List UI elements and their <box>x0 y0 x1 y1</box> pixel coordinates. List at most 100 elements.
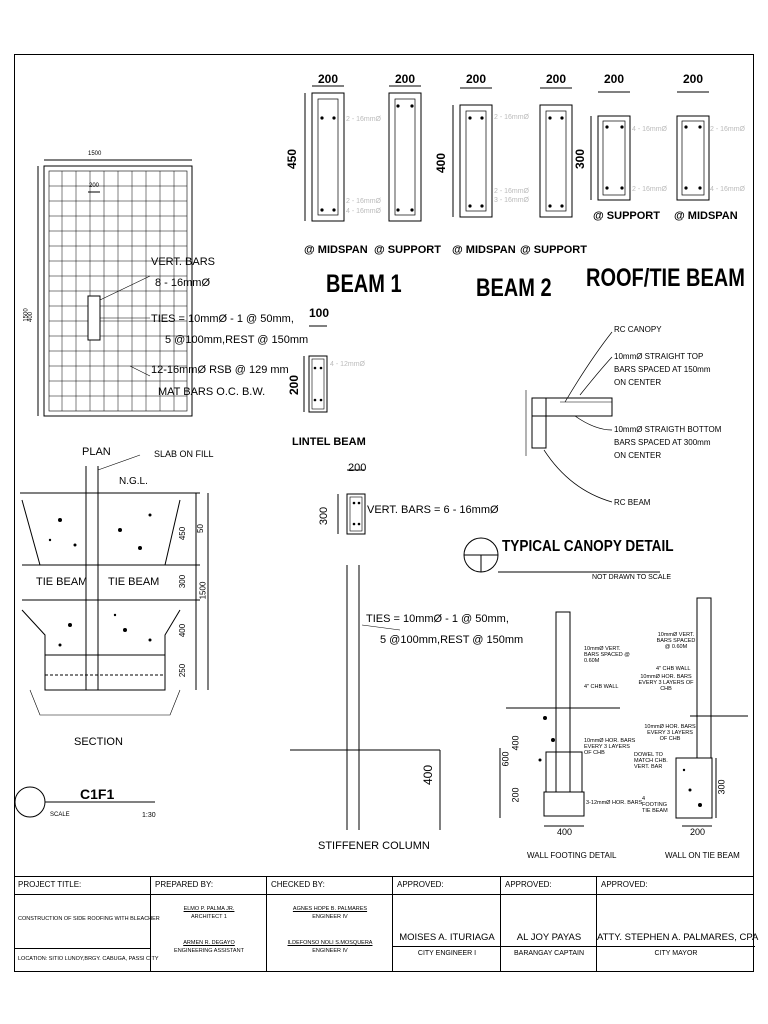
footing-plan-col-depth-dim: 400 <box>28 311 35 323</box>
wall-tie-side-dim: 300 <box>716 779 727 795</box>
project-title: CONSTRUCTION OF SIDE ROOFING WITH BLEACH… <box>18 916 160 922</box>
roofbeam-midspan-label: @ MIDSPAN <box>674 210 738 222</box>
wall-tie-footing-tie: 4 FOOTING TIE BEAM <box>642 796 668 814</box>
beam2-midspan-width-dim: 200 <box>466 72 487 86</box>
approved2-name: AL JOY PAYAS <box>516 932 582 943</box>
wall-footing-dim-400: 400 <box>510 735 521 751</box>
beam1-support-label: @ SUPPORT <box>374 244 441 256</box>
footing-plan-outline <box>43 165 193 417</box>
wall-tie-chb-wall-label: 4" CHB WALL <box>656 666 691 672</box>
beam1-midspan-width-dim: 200 <box>318 72 339 86</box>
wall-footing-chb-wall-label: 4" CHB WALL <box>584 684 619 690</box>
roofbeam-depth-dim: 300 <box>573 148 588 170</box>
canopy-bot-bars-3: ON CENTER <box>614 451 662 460</box>
section-dim-450: 450 <box>178 526 188 541</box>
section-slab-on-fill: SLAB ON FILL <box>154 449 214 459</box>
stiffener-ties-line2: 5 @100mm,REST @ 150mm <box>380 634 524 646</box>
section-label: SECTION <box>74 736 123 748</box>
approved1-cell: APPROVED: MOISES A. ITURIAGA CITY ENGINE… <box>392 876 501 972</box>
chk1-title: ENGINEER IV <box>312 914 348 920</box>
concrete-aggregate <box>48 513 702 807</box>
prep1-name: ELMO P. PALMA JR. <box>183 906 235 912</box>
lintel-section <box>308 355 328 413</box>
beam1-bottom-bars-b: 4 - 16mmØ <box>346 208 382 215</box>
prep2-title: ENGINEERING ASSISTANT <box>174 948 244 954</box>
lintel-width-dim: 100 <box>309 306 330 320</box>
approved3-cell: APPROVED: ATTY. STEPHEN A. PALMARES, CPA… <box>596 876 759 972</box>
beam2-midspan-label: @ MIDSPAN <box>452 244 516 256</box>
beam1-support-section <box>388 92 422 222</box>
beam2-support-label: @ SUPPORT <box>520 244 587 256</box>
stiffener-vert-bars: VERT. BARS = 6 - 16mmØ <box>367 504 499 516</box>
footing-rsb-line1: 12-16mmØ RSB @ 129 mm <box>151 364 289 376</box>
drawing-code: C1F1 <box>80 786 115 802</box>
wall-on-tie-beam-footing <box>675 757 713 819</box>
prep2-name: ARMEN R. DEGAYO <box>183 940 235 946</box>
beam1-midspan-section <box>311 92 345 222</box>
section-dim-400: 400 <box>178 623 188 638</box>
canopy-title: TYPICAL CANOPY DETAIL <box>502 538 674 555</box>
wall-footing-vert-bars: 10mmØ VERT. BARS SPACED @ 0.60M <box>584 646 630 664</box>
beam2-support-width-dim: 200 <box>546 72 567 86</box>
approved3-label: APPROVED: <box>601 880 648 889</box>
section-ngl: N.G.L. <box>119 476 148 487</box>
stiffener-embed-dim: 400 <box>421 764 436 786</box>
footing-vert-bars-value: 8 - 16mmØ <box>155 277 211 289</box>
beam2-top-bars: 2 - 16mmØ <box>494 114 530 121</box>
wall-footing-chb-wall <box>555 611 571 793</box>
canopy-bot-bars-2: BARS SPACED AT 300mm <box>614 438 711 447</box>
roofbeam-midspan-bottom-bars: 4 - 16mmØ <box>710 186 746 193</box>
beam1-midspan-label: @ MIDSPAN <box>304 244 368 256</box>
beam1-support-width-dim: 200 <box>395 72 416 86</box>
checked-cell: CHECKED BY: AGNES HOPE B. PALMARES ENGIN… <box>266 876 392 972</box>
roofbeam-support-width-dim: 200 <box>604 72 625 86</box>
beam2-support-section <box>539 104 573 218</box>
beam2-title: BEAM 2 <box>476 274 552 302</box>
footing-vert-bars-label: VERT. BARS <box>151 256 215 268</box>
section-dim-1500: 1500 <box>198 581 208 600</box>
project-location: LOCATION: SITIO LUNOY,BRGY. CABUGA, PASS… <box>18 956 159 962</box>
wall-tie-dowel: DOWEL TO MATCH CHB. VERT. BAR <box>634 752 668 770</box>
approved2-cell: APPROVED: AL JOY PAYAS BARANGAY CAPTAIN <box>500 876 597 972</box>
footing-plan-mat-bars <box>49 171 187 411</box>
wall-footing-dim-200: 200 <box>510 787 521 803</box>
wall-on-tie-beam-chb-wall <box>696 597 712 759</box>
stiffener-section <box>346 493 366 535</box>
chk2-title: ENGINEER IV <box>312 948 348 954</box>
roofbeam-support-top-bars: 4 - 16mmØ <box>632 126 668 133</box>
approved1-title: CITY ENGINEER I <box>417 950 477 957</box>
stiffener-depth-dim: 300 <box>318 506 331 526</box>
canopy-rc-canopy: RC CANOPY <box>614 325 662 334</box>
footing-plan-col-dim: 200 <box>89 183 100 189</box>
stiffener-width-dim: 200 <box>348 462 367 474</box>
canopy-top-bars-1: 10mmØ STRAIGHT TOP <box>614 352 704 361</box>
wall-footing-bottom-bars: 3-12mmØ HOR. BARS <box>586 800 643 806</box>
prepared-label: PREPARED BY: <box>155 880 214 889</box>
roofbeam-support-bottom-bars: 2 - 16mmØ <box>632 186 668 193</box>
beam1-bottom-bars-a: 2 - 16mmØ <box>346 198 382 205</box>
footing-ties-line1: TIES = 10mmØ - 1 @ 50mm, <box>151 313 294 325</box>
wall-tie-width-dim: 200 <box>690 827 706 837</box>
wall-footing-width-dim: 400 <box>557 827 573 837</box>
wall-tie-hor-bars-2: 10mmØ HOR. BARS EVERY 3 LAYERS OF CHB <box>644 724 696 742</box>
drawing-sheet <box>14 54 754 972</box>
roofbeam-title: ROOF/TIE BEAM <box>586 264 745 292</box>
approved2-label: APPROVED: <box>505 880 552 889</box>
roofbeam-midspan-section <box>676 115 710 201</box>
section-tie-beam-left: TIE BEAM <box>36 576 88 588</box>
footing-plan-width-dim: 1500 <box>88 151 102 157</box>
roofbeam-support-section <box>597 115 631 201</box>
chk1-name: AGNES HOPE B. PALMARES <box>292 906 368 912</box>
footing-ties-line2: 5 @100mm,REST @ 150mm <box>165 334 309 346</box>
drawing-scale-label: SCALE <box>50 812 70 818</box>
approved3-name: ATTY. STEPHEN A. PALMARES, CPA <box>597 932 759 943</box>
beam1-depth-dim: 450 <box>285 148 300 170</box>
drawing-scale-value: 1:30 <box>142 812 156 819</box>
section-dim-300: 300 <box>178 574 188 589</box>
canopy-rc-beam: RC BEAM <box>614 498 651 507</box>
canopy-top-bars-2: BARS SPACED AT 150mm <box>614 365 711 374</box>
chk2-name: ILDEFONSO NOLI S.MOSQUERA <box>287 940 373 946</box>
drawing-id-bubble <box>14 786 46 818</box>
canopy-slab <box>531 397 613 417</box>
